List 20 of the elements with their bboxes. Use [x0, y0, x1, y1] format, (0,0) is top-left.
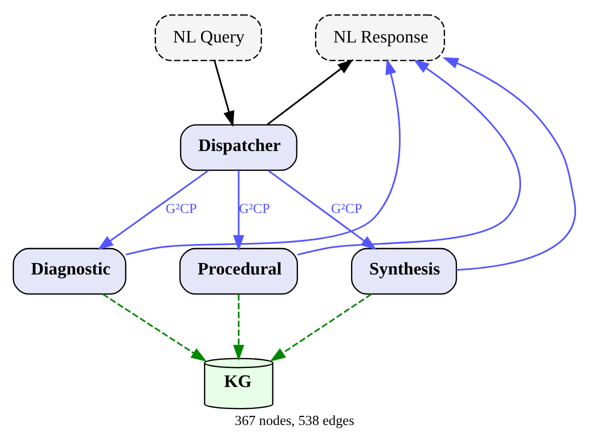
arrow: [233, 294, 244, 360]
node-box: Synthesis: [351, 247, 458, 294]
arrow: [97, 169, 209, 250]
arrow: [266, 58, 354, 125]
node-box: Dispatcher: [180, 124, 298, 170]
caption: 367 nodes, 538 edges: [234, 413, 354, 428]
arrow: [442, 56, 576, 270]
arrow: [270, 293, 372, 362]
arrow: [297, 58, 521, 255]
arrow: [126, 58, 401, 255]
node-box: Procedural: [179, 247, 298, 294]
arrow: [214, 60, 234, 127]
node-box: NL Query: [154, 14, 262, 61]
edge-label: G²CP: [331, 201, 362, 216]
edge-label: G²CP: [238, 201, 270, 216]
node-box: NL Response: [315, 14, 446, 61]
node-box: Diagnostic: [12, 247, 126, 294]
arrow: [233, 170, 244, 251]
edge-label: G²CP: [166, 201, 197, 216]
arrow: [102, 293, 207, 362]
